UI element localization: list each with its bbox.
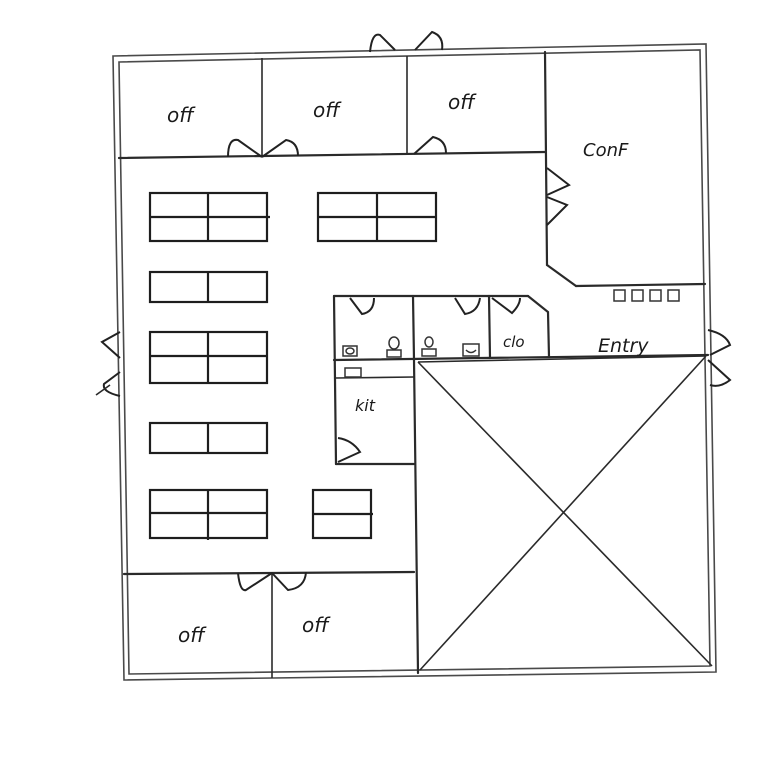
- room-labels: off off off ConF clo Entry kit off off: [167, 90, 649, 647]
- desk-cluster: [148, 330, 269, 385]
- core-rooms: [332, 294, 732, 466]
- label-office-bottom-1: off: [178, 623, 207, 647]
- label-conference: ConF: [583, 140, 629, 161]
- desk-cluster: [148, 421, 269, 455]
- label-kitchen: kit: [355, 396, 376, 415]
- label-closet: clo: [503, 333, 525, 351]
- desk-clusters: [148, 191, 438, 540]
- desk-cluster: [311, 488, 373, 540]
- label-office-top-1: off: [167, 103, 196, 127]
- top-offices: [117, 30, 547, 160]
- conference-room: [543, 50, 707, 288]
- west-doors: [95, 331, 121, 397]
- desk-cluster: [148, 191, 270, 243]
- desk-cluster: [148, 270, 269, 304]
- desk-cluster: [148, 488, 269, 540]
- desk-cluster: [316, 191, 438, 243]
- windows: [613, 289, 680, 302]
- open-void-area: [412, 355, 713, 675]
- label-entry: Entry: [598, 335, 649, 357]
- label-office-top-3: off: [448, 90, 477, 114]
- exterior-walls: [112, 43, 717, 681]
- label-office-top-2: off: [313, 98, 342, 122]
- bottom-offices: [122, 570, 416, 678]
- label-office-bottom-2: off: [302, 613, 331, 637]
